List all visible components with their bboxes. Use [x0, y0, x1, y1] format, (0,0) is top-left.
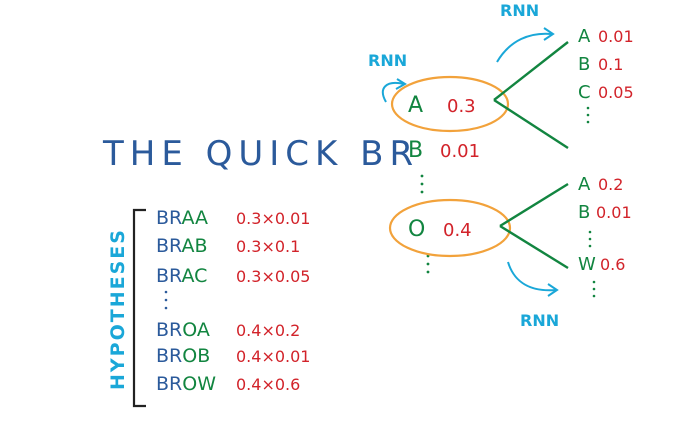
branchA-child-2-prob: 0.1 [598, 55, 623, 74]
title-text: THE QUICK BR [102, 134, 419, 174]
branchA-child-1-prob: 0.01 [598, 27, 634, 46]
svg-text:0.4×0.6: 0.4×0.6 [236, 375, 300, 394]
node-B-prob: 0.01 [440, 141, 480, 162]
selected-node-ring-O [388, 198, 512, 258]
node-O-prob: 0.4 [443, 220, 472, 241]
hypotheses-bracket [132, 208, 146, 408]
hypothesis-row: BRAA 0.3×0.01 [156, 207, 310, 229]
branchO-child-1-token: A [578, 174, 591, 195]
svg-text:BRAB: BRAB [156, 235, 208, 257]
branchA-child-1-token: A [578, 26, 591, 47]
hypothesis-row: BRAC 0.3×0.05 [156, 265, 310, 287]
svg-text:BROB: BROB [156, 345, 210, 367]
hypothesis-row: BROA 0.4×0.2 [156, 319, 300, 341]
hypothesis-row: BROB 0.4×0.01 [156, 345, 310, 367]
node-O-token: O [408, 217, 425, 242]
hypotheses-ellipsis-dots [164, 290, 168, 310]
branch-lines-A [493, 41, 569, 150]
rnn-label-2: RNN [500, 1, 539, 20]
node-B-token: B [408, 138, 423, 163]
branchA-child-3-prob: 0.05 [598, 83, 634, 102]
branchO-child-3-token: W [578, 254, 596, 275]
svg-text:0.3×0.1: 0.3×0.1 [236, 237, 300, 256]
svg-text:BROW: BROW [156, 373, 216, 395]
node-A-prob: 0.3 [447, 96, 476, 117]
svg-text:BROA: BROA [156, 319, 210, 341]
branchA-ellipsis-dots [586, 106, 590, 124]
svg-text:0.3×0.01: 0.3×0.01 [236, 209, 310, 228]
branchO-ellipsis-dots-2 [592, 280, 596, 298]
rnn-arrow-2 [496, 32, 553, 63]
branchO-ellipsis-dots-1 [588, 230, 592, 248]
branchA-child-2-token: B [578, 54, 590, 75]
branchO-child-3-prob: 0.6 [600, 255, 625, 274]
rnn-arrow-1 [381, 82, 405, 103]
svg-text:BRAA: BRAA [156, 207, 208, 229]
branch-lines-O [499, 182, 569, 270]
branchO-child-2-prob: 0.01 [596, 203, 632, 222]
branchO-child-1-prob: 0.2 [598, 175, 623, 194]
svg-text:0.3×0.05: 0.3×0.05 [236, 267, 310, 286]
node-ellipsis-dots [420, 174, 430, 274]
rnn-arrow-3 [507, 261, 557, 292]
branchO-child-2-token: B [578, 202, 590, 223]
selected-node-ring-A [390, 75, 510, 133]
hypotheses-label: HYPOTHESES [107, 228, 129, 390]
branchA-child-3-token: C [578, 82, 591, 103]
node-A-token: A [408, 93, 423, 118]
hypothesis-row: BRAB 0.3×0.1 [156, 235, 300, 257]
hypothesis-row: BROW 0.4×0.6 [156, 373, 300, 395]
rnn-label-1: RNN [368, 51, 407, 70]
rnn-label-3: RNN [520, 311, 559, 330]
svg-text:0.4×0.01: 0.4×0.01 [236, 347, 310, 366]
svg-text:0.4×0.2: 0.4×0.2 [236, 321, 300, 340]
svg-text:BRAC: BRAC [156, 265, 207, 287]
